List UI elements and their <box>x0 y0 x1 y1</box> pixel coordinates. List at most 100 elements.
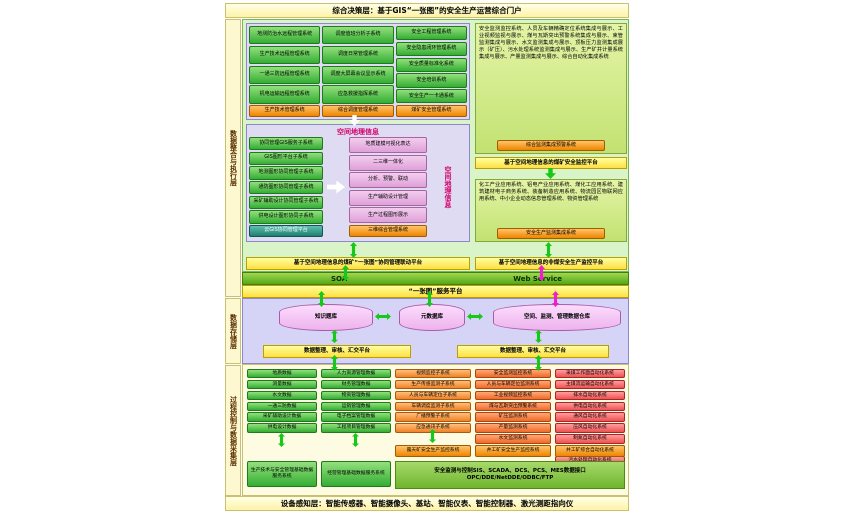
double-arrow-icon <box>545 242 552 258</box>
double-arrow-icon <box>535 330 542 343</box>
subsystem-box: 排水自动化系统 <box>555 390 625 401</box>
subsystem-box: 视频监控子系统 <box>395 369 471 379</box>
dispatch-footer-box: 综合调度管理系统 <box>322 105 394 117</box>
system-box: 通防图形协同管理子系统 <box>249 181 323 195</box>
monitor-footer-box: 综合监测集成预警系统 <box>497 140 605 151</box>
data-box: 财务管理数据 <box>321 379 391 390</box>
subsystem-box: 矿压监测系统 <box>475 412 551 422</box>
data-box: 供电设计数据 <box>247 423 317 433</box>
function-box: 分析、预警、联动 <box>349 172 427 189</box>
left-right-arrow-icon <box>467 313 483 320</box>
double-arrow-icon <box>538 265 545 281</box>
label-storage-layer: 数据存储层 <box>225 298 241 364</box>
architecture-diagram: 综合决策层：基于GIS“一张图”的安全生产运营综合门户 数据整合与执行层 数据存… <box>225 3 629 511</box>
gis-vertical-label: 空间地理信息 <box>444 166 452 208</box>
system-box: 安全隐患闭环管理系统 <box>395 41 467 57</box>
system-box: 采矿辅助设计协同管理子系统 <box>249 195 323 209</box>
diagram-main: 数据整合与执行层 数据存储层 过程控制与数据采集层 地测防治水远程管理系统生产技… <box>225 19 629 496</box>
gis-title: 空间地理信息 <box>337 128 379 136</box>
subsystem-box: 主煤流运输自动化系统 <box>555 379 625 390</box>
metadata-db-cylinder: 元数据库 <box>399 304 465 331</box>
subsystem-box: 人员与车辆定位监测系统 <box>475 379 551 390</box>
subsystem-box: 车辆调度监测子系统 <box>395 401 471 411</box>
system-box: 调度值班分析子系统 <box>322 26 394 45</box>
double-arrow-icon <box>331 330 338 343</box>
function-box: 二三维一体化 <box>349 154 427 171</box>
subsystem-box: 人员与车辆定位子系统 <box>395 390 471 401</box>
system-box: GIS图形平台子系统 <box>249 151 323 165</box>
device-layer-banner: 设备感知层：智能传感器、智能摄像头、基站、智能仪表、智能控制器、激光测距指向仪 <box>225 496 629 511</box>
subsystem-box: 煤与瓦斯突出预警系统 <box>475 401 551 411</box>
web-service-label: Web Service <box>513 274 562 283</box>
openpit-monitor-footer-box: 露天矿安全生产监控系统 <box>395 445 471 457</box>
automation-footer-box: 井工矿综合自动化系统 <box>555 445 625 457</box>
soa-bus-bar: SOA Web Service <box>242 272 629 285</box>
double-arrow-icon <box>552 291 559 307</box>
system-box: 调度日常管理系统 <box>322 45 394 64</box>
industry-footer-box: 安全生产监测集成系统 <box>497 228 605 239</box>
function-box: 地质建模可视化表达 <box>349 137 427 154</box>
double-arrow-icon <box>426 291 433 307</box>
double-arrow-icon <box>535 355 542 371</box>
subsystem-box: 产量监测系统 <box>475 423 551 433</box>
subsystem-box: 制氮自动化系统 <box>555 434 625 444</box>
data-box: 运销管理数据 <box>321 401 391 411</box>
onemap-platform-bar: 基于空间地理信息的煤矿“一张图”协同管理联动平台 <box>246 257 470 270</box>
underground-monitor-footer-box: 井工矿安全生产监控系统 <box>475 445 551 457</box>
double-arrow-icon <box>331 355 338 371</box>
subsystem-box: 广播预警子系统 <box>395 412 471 422</box>
process-layer: 地质数据测量数据水文数据一通三防数据采矿辅助设计数据供电设计数据 人力资源管理数… <box>242 364 629 496</box>
data-box: 物资管理数据 <box>321 390 391 401</box>
safety-systems-list: 安全工程管理系统安全隐患闭环管理系统安全质量标准化系统安全培训系统安全生产一卡通… <box>395 26 467 104</box>
subsystem-box: 安全监测监控系统 <box>475 369 551 379</box>
layers-content: 地测防治水远程管理系统生产技术远程管理系统一通三防远程管理系统机电运输远程管理系… <box>242 19 629 496</box>
data-box: 电子档案管理数据 <box>321 412 391 422</box>
data-box: 地质数据 <box>247 369 317 379</box>
cloud-gis-platform-box: 云GIS协同管理平台 <box>249 225 323 237</box>
system-box: 安全工程管理系统 <box>395 26 467 41</box>
system-box: 安全培训系统 <box>395 73 467 88</box>
monitoring-integration-panel: 安全监测监控系统、人员及车辆精确定位系统集成与展示、工业视频监视与展示、煤与瓦斯… <box>475 23 627 154</box>
business-data-column: 人力资源管理数据财务管理数据物资管理数据运销管理数据电子档案管理数据工程项目管理… <box>321 369 391 433</box>
dispatch-systems-list: 调度值班分析子系统调度日常管理系统调度大屏幕会议显示系统应急救援指挥系统 <box>322 26 394 104</box>
remote-systems-list: 地测防治水远程管理系统生产技术远程管理系统一通三防远程管理系统机电运输远程管理系… <box>249 26 321 104</box>
system-box: 生产技术远程管理系统 <box>249 45 321 64</box>
label-process-layer: 过程控制与数据采集层 <box>225 365 241 496</box>
system-box: 安全质量标准化系统 <box>395 57 467 72</box>
gis-right-list: 地质建模可视化表达二三维一体化分析、预警、联动生产辅助设计管理生产过程图形展示 <box>349 137 427 224</box>
gis-right-column: 地质建模可视化表达二三维一体化分析、预警、联动生产辅助设计管理生产过程图形展示 … <box>349 137 427 237</box>
system-box: 应急救援指挥系统 <box>322 85 394 104</box>
system-box: 供电设计图形协同子系统 <box>249 210 323 224</box>
dispatch-systems-column: 调度值班分析子系统调度日常管理系统调度大屏幕会议显示系统应急救援指挥系统 综合调… <box>322 26 394 117</box>
industry-systems-panel: 化工产业应用系统、铝电产业应用系统、煤化工应用系统、建筑建材电子商务系统、装备制… <box>475 179 627 242</box>
data-exchange-platform-bar: 数据整理、审核、汇交平台 <box>263 345 411 358</box>
storage-layer: 知识题库 元数据库 空间、监测、管理数据仓库 数据整理、审核、汇交平台 数据整理… <box>242 298 629 371</box>
function-box: 生产辅助设计管理 <box>349 189 427 206</box>
subsystem-box: 供电自动化系统 <box>555 401 625 411</box>
safety-systems-column: 安全工程管理系统安全隐患闭环管理系统安全质量标准化系统安全培训系统安全生产一卡通… <box>395 26 467 117</box>
double-arrow-icon <box>350 242 357 258</box>
business-data-service-box: 经营管理基础数据服务系统 <box>321 461 391 487</box>
onemap-service-platform-bar: “一张图”服务平台 <box>242 285 629 298</box>
remote-systems-column: 地测防治水远程管理系统生产技术远程管理系统一通三防远程管理系统机电运输远程管理系… <box>249 26 321 117</box>
tech-data-column: 地质数据测量数据水文数据一通三防数据采矿辅助设计数据供电设计数据 <box>247 369 317 433</box>
system-box: 协同管理GIS服务子系统 <box>249 137 323 151</box>
data-interface-bar: 安全监测与控制SIS、SCADA、DCS、PCS、MES数据接口 OPC/DDE… <box>395 461 625 489</box>
management-systems-panel: 地测防治水远程管理系统生产技术远程管理系统一通三防远程管理系统机电运输远程管理系… <box>246 23 470 120</box>
decision-layer-banner: 综合决策层：基于GIS“一张图”的安全生产运营综合门户 <box>225 3 629 18</box>
underground-monitoring-column: 安全监测监控系统人员与车辆定位监测系统工业视频监控系统煤与瓦斯突出预警系统矿压监… <box>475 369 551 455</box>
label-integration-layer: 数据整合与执行层 <box>225 19 241 297</box>
monitoring-systems-text: 安全监测监控系统、人员及车辆精确定位系统集成与展示、工业视频监视与展示、煤与瓦斯… <box>479 26 623 61</box>
interface-line2: OPC/DDE/NetDDE/ODBC/FTP <box>466 475 554 481</box>
integration-layer: 地测防治水远程管理系统生产技术远程管理系统一通三防远程管理系统机电运输远程管理系… <box>242 19 629 272</box>
openpit-subsystems-column: 视频监控子系统生产传感监测子系统人员与车辆定位子系统车辆调度监测子系统广播预警子… <box>395 369 471 433</box>
system-box: 地测图形协同管理子系统 <box>249 166 323 180</box>
double-arrow-icon <box>342 265 349 281</box>
remote-footer-box: 生产技术管理系统 <box>249 105 321 117</box>
noncoal-platform-bar: 基于空间地理信息的非煤安全生产监控平台 <box>475 257 627 270</box>
down-arrow-icon <box>545 168 556 179</box>
data-box: 采矿辅助设计数据 <box>247 412 317 422</box>
